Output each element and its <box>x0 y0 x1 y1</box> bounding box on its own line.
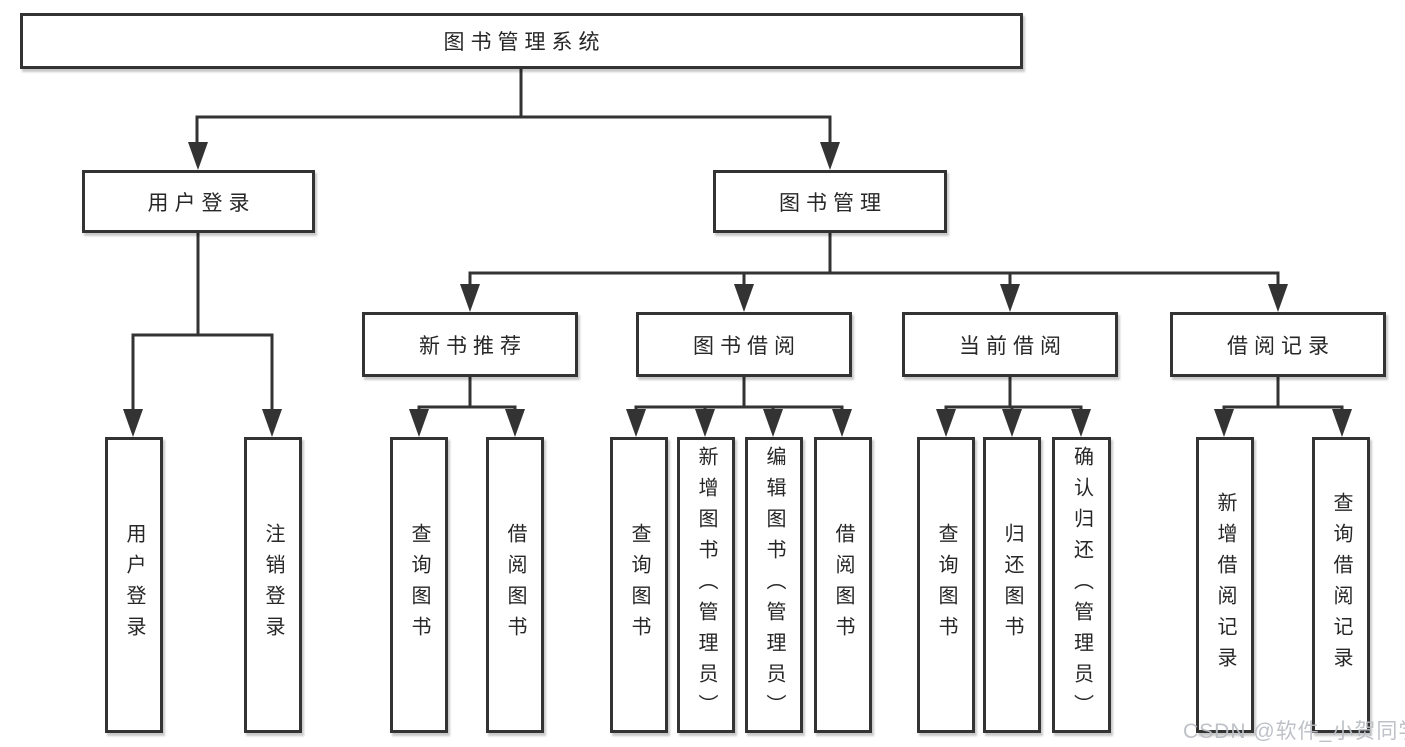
arrowhead <box>1268 284 1288 312</box>
connector-root-to-level2 <box>195 69 832 146</box>
leaf-query-books-borrow-label: 查询图书 <box>628 523 650 647</box>
arrowhead <box>763 409 783 437</box>
leaf-query-books-recommend: 查询图书 <box>390 437 448 733</box>
leaf-query-books-recommend-label: 查询图书 <box>408 523 430 647</box>
node-book-management: 图书管理 <box>713 170 947 233</box>
node-book-borrow-label: 图书借阅 <box>693 334 801 358</box>
node-system: 图书管理系统 <box>20 13 1023 69</box>
csdn-watermark: CSDN @软件_小贺同学 <box>1183 720 1405 743</box>
arrowhead <box>1002 409 1022 437</box>
leaf-edit-book-admin-label: 编辑图书（管理员） <box>763 445 785 725</box>
arrowhead <box>1000 284 1020 312</box>
leaf-query-borrow-record-label: 查询借阅记录 <box>1330 492 1352 678</box>
leaf-user-login-label: 用户登录 <box>123 523 145 647</box>
leaf-return-book: 归还图书 <box>983 437 1041 733</box>
leaf-confirm-return-admin-label: 确认归还（管理员） <box>1070 445 1093 725</box>
connector-recommend-to-leaves <box>417 377 517 415</box>
node-new-book-recommend-label: 新书推荐 <box>419 334 527 358</box>
leaf-borrow-books-recommend-label: 借阅图书 <box>504 523 526 647</box>
leaf-borrow-books-recommend: 借阅图书 <box>486 437 544 733</box>
leaf-borrow-books-2-label: 借阅图书 <box>832 523 854 647</box>
leaf-add-borrow-record-label: 新增借阅记录 <box>1214 492 1236 678</box>
leaf-confirm-return-admin: 确认归还（管理员） <box>1052 437 1111 733</box>
arrowhead <box>505 409 525 437</box>
connector-borrow-to-leaves <box>634 377 844 415</box>
arrowhead <box>409 409 429 437</box>
leaf-query-borrow-record: 查询借阅记录 <box>1312 437 1370 733</box>
leaf-logout: 注销登录 <box>244 437 302 733</box>
node-system-label: 图书管理系统 <box>443 31 606 54</box>
node-book-borrow: 图书借阅 <box>636 312 852 377</box>
connector-records-to-leaves <box>1222 377 1344 415</box>
node-user-login: 用户登录 <box>82 170 315 233</box>
leaf-add-book-admin: 新增图书（管理员） <box>677 437 735 733</box>
leaf-edit-book-admin: 编辑图书（管理员） <box>745 437 803 733</box>
node-borrow-records-label: 借阅记录 <box>1227 334 1335 358</box>
arrowhead <box>262 409 282 437</box>
arrowhead <box>188 142 208 170</box>
node-current-borrow-label: 当前借阅 <box>959 334 1067 358</box>
connector-login-to-leaves <box>131 233 274 415</box>
leaf-query-books-current: 查询图书 <box>917 437 975 733</box>
node-user-login-label: 用户登录 <box>147 191 256 215</box>
arrowhead <box>820 142 840 170</box>
arrowhead <box>123 409 143 437</box>
leaf-add-borrow-record: 新增借阅记录 <box>1196 437 1254 733</box>
node-borrow-records: 借阅记录 <box>1170 312 1386 377</box>
arrowhead <box>1071 409 1091 437</box>
node-book-management-label: 图书管理 <box>779 191 887 215</box>
arrowhead <box>695 409 715 437</box>
arrowhead <box>1214 409 1234 437</box>
leaf-user-login: 用户登录 <box>105 437 163 733</box>
arrowhead <box>1332 409 1352 437</box>
connector-management-to-level3 <box>468 232 1280 288</box>
arrowhead <box>460 284 480 312</box>
leaf-query-books-current-label: 查询图书 <box>935 523 957 647</box>
arrowhead <box>936 409 956 437</box>
leaf-borrow-books-2: 借阅图书 <box>814 437 872 733</box>
node-new-book-recommend: 新书推荐 <box>362 312 578 377</box>
arrowhead <box>626 409 646 437</box>
arrowhead <box>734 284 754 312</box>
leaf-add-book-admin-label: 新增图书（管理员） <box>695 445 717 725</box>
leaf-return-book-label: 归还图书 <box>1001 523 1023 647</box>
arrowhead <box>832 409 852 437</box>
leaf-logout-label: 注销登录 <box>262 523 284 647</box>
leaf-query-books-borrow: 查询图书 <box>610 437 668 733</box>
node-current-borrow: 当前借阅 <box>902 312 1118 377</box>
